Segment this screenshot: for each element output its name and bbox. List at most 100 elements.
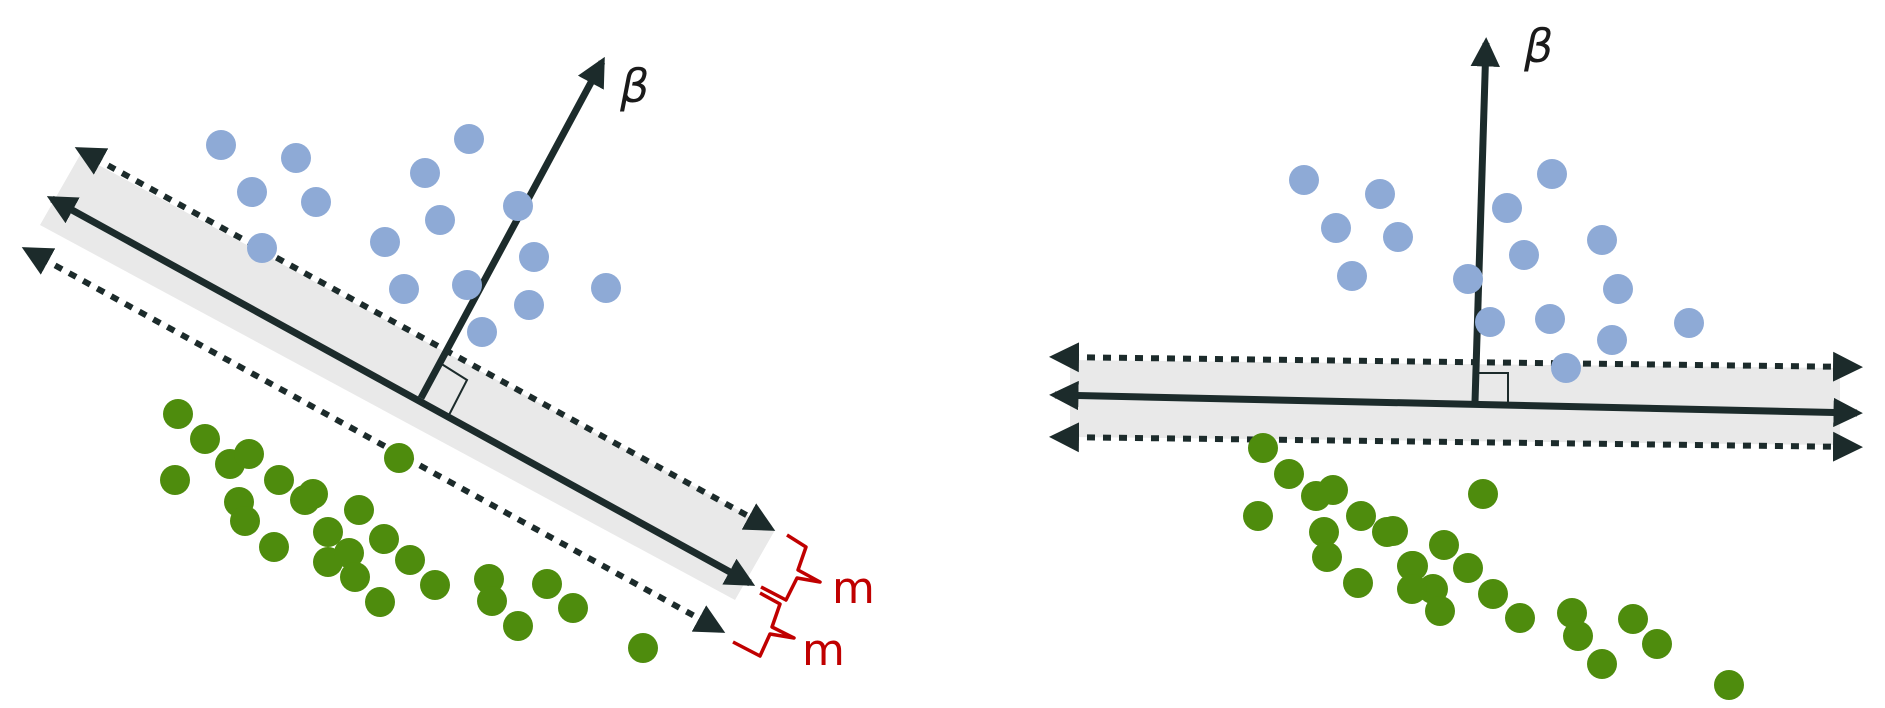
left-class-a-points	[206, 124, 621, 347]
right-class-b-point	[1397, 551, 1427, 581]
right-class-a-point	[1551, 353, 1581, 383]
right-class-b-point	[1642, 629, 1672, 659]
right-class-a-point	[1674, 308, 1704, 338]
left-class-a-point	[410, 158, 440, 188]
left-class-a-point	[591, 273, 621, 303]
left-class-b-point	[334, 538, 364, 568]
right-class-a-point	[1289, 165, 1319, 195]
left-class-a-point	[370, 227, 400, 257]
right-class-b-point	[1397, 574, 1427, 604]
left-beta-label: β	[619, 59, 649, 113]
right-class-a-point	[1321, 213, 1351, 243]
right-class-b-point	[1557, 598, 1587, 628]
right-class-b-point	[1505, 603, 1535, 633]
left-class-b-point	[365, 587, 395, 617]
data-points	[160, 124, 1744, 700]
right-class-a-point	[1535, 304, 1565, 334]
left-decision-boundary	[46, 195, 756, 587]
left-class-a-point	[454, 124, 484, 154]
right-class-a-point	[1475, 307, 1505, 337]
right-class-b-point	[1346, 501, 1376, 531]
right-right-angle-icon	[1477, 372, 1509, 403]
left-class-a-point	[503, 191, 533, 221]
left-class-b-points	[160, 399, 658, 663]
left-class-a-point	[389, 274, 419, 304]
right-normal-vector	[1470, 37, 1500, 403]
right-class-a-point	[1603, 274, 1633, 304]
left-class-a-point	[519, 242, 549, 272]
left-class-a-point	[247, 233, 277, 263]
left-class-a-point	[467, 317, 497, 347]
left-class-b-point	[395, 545, 425, 575]
right-class-b-point	[1378, 516, 1408, 546]
left-class-b-point	[163, 399, 193, 429]
right-class-b-point	[1312, 542, 1342, 572]
right-class-b-point	[1429, 530, 1459, 560]
left-class-b-point	[503, 611, 533, 641]
right-class-b-point	[1468, 479, 1498, 509]
right-class-b-point	[1618, 604, 1648, 634]
left-class-b-point	[369, 524, 399, 554]
left-class-b-point	[190, 424, 220, 454]
right-class-b-point	[1274, 459, 1304, 489]
left-class-b-point	[384, 443, 414, 473]
left-class-b-point	[234, 439, 264, 469]
right-class-b-point	[1318, 475, 1348, 505]
left-class-a-point	[237, 177, 267, 207]
left-class-b-point	[532, 569, 562, 599]
left-class-b-point	[420, 570, 450, 600]
right-class-a-point	[1365, 179, 1395, 209]
right-class-b-point	[1343, 568, 1373, 598]
right-class-b-point	[1309, 517, 1339, 547]
right-class-a-point	[1587, 225, 1617, 255]
right-class-a-point	[1453, 264, 1483, 294]
right-class-a-point	[1383, 222, 1413, 252]
left-class-a-point	[281, 143, 311, 173]
left-margin-label-upper: m	[832, 563, 875, 614]
left-class-b-point	[264, 465, 294, 495]
right-class-b-point	[1478, 579, 1508, 609]
right-class-a-point	[1597, 325, 1627, 355]
right-class-b-point	[1453, 553, 1483, 583]
right-beta-label: β	[1523, 19, 1553, 73]
left-class-b-point	[160, 465, 190, 495]
left-class-b-point	[558, 593, 588, 623]
left-class-b-point	[313, 517, 343, 547]
left-class-b-point	[474, 564, 504, 594]
left-panel: β m m	[21, 56, 875, 676]
left-margin-bracket-lower	[732, 591, 796, 658]
right-decision-boundary	[1049, 380, 1863, 428]
right-panel: β	[1049, 19, 1863, 462]
right-upper-margin-line	[1049, 342, 1863, 382]
right-class-b-points	[1243, 433, 1744, 700]
right-class-b-point	[1248, 433, 1278, 463]
left-class-b-point	[628, 633, 658, 663]
left-class-b-point	[340, 562, 370, 592]
right-class-a-point	[1509, 240, 1539, 270]
left-class-b-point	[298, 479, 328, 509]
right-lower-margin-line	[1049, 422, 1863, 462]
right-class-a-point	[1537, 159, 1567, 189]
left-class-b-point	[344, 495, 374, 525]
left-class-a-point	[425, 205, 455, 235]
right-class-a-point	[1492, 193, 1522, 223]
left-margin-bracket-upper	[760, 533, 822, 602]
right-class-b-point	[1587, 649, 1617, 679]
left-class-a-point	[452, 270, 482, 300]
left-class-a-point	[206, 130, 236, 160]
right-class-b-point	[1563, 621, 1593, 651]
left-class-a-point	[301, 187, 331, 217]
right-class-b-point	[1714, 670, 1744, 700]
right-class-b-point	[1425, 596, 1455, 626]
left-class-b-point	[477, 586, 507, 616]
left-right-angle-icon	[439, 362, 469, 416]
right-class-a-points	[1289, 159, 1704, 383]
right-class-a-point	[1337, 261, 1367, 291]
left-normal-vector	[417, 56, 606, 400]
left-margin-label-lower: m	[802, 625, 845, 676]
left-class-b-point	[230, 506, 260, 536]
left-class-b-point	[259, 532, 289, 562]
left-class-a-point	[514, 290, 544, 320]
left-lower-margin-line	[21, 247, 726, 633]
